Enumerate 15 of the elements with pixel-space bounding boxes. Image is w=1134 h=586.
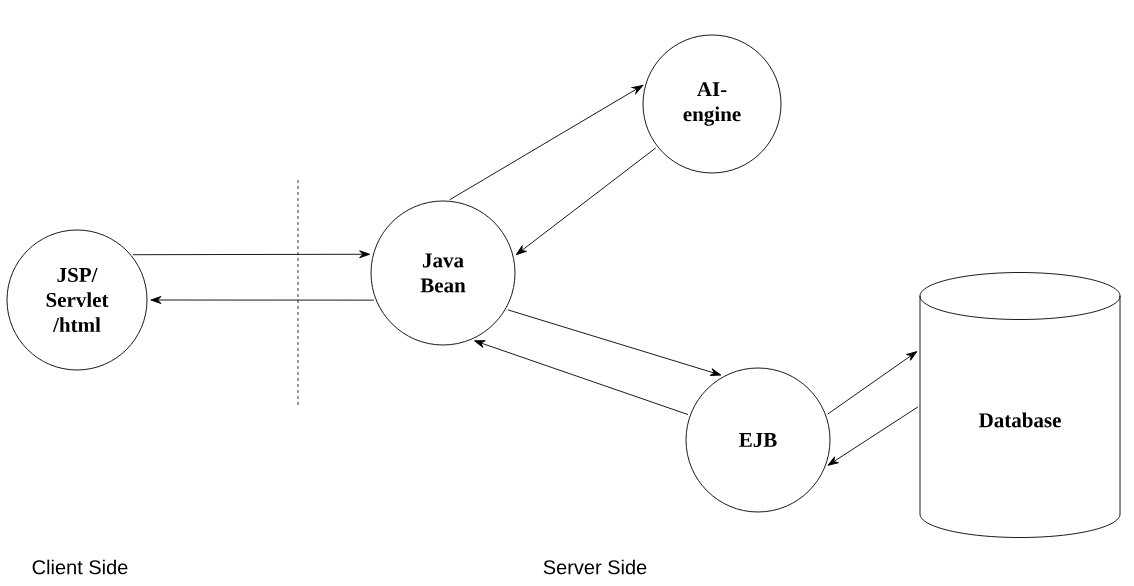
arrow xyxy=(474,340,689,415)
circle-node: AI- engine xyxy=(642,34,782,174)
side-label: Server Side xyxy=(543,559,647,575)
circle-node: JSP/ Servlet /html xyxy=(6,229,148,371)
arrow xyxy=(827,351,918,415)
arrow xyxy=(449,84,644,201)
circle-node: EJB xyxy=(685,367,831,513)
arrow xyxy=(132,250,371,259)
circle-node: Java Bean xyxy=(370,200,516,346)
arrow xyxy=(507,309,722,376)
arrow xyxy=(515,147,657,256)
arrow xyxy=(150,296,375,304)
database-cylinder: Database xyxy=(919,272,1121,538)
side-label: Client Side xyxy=(32,559,128,575)
arrow xyxy=(827,406,919,466)
